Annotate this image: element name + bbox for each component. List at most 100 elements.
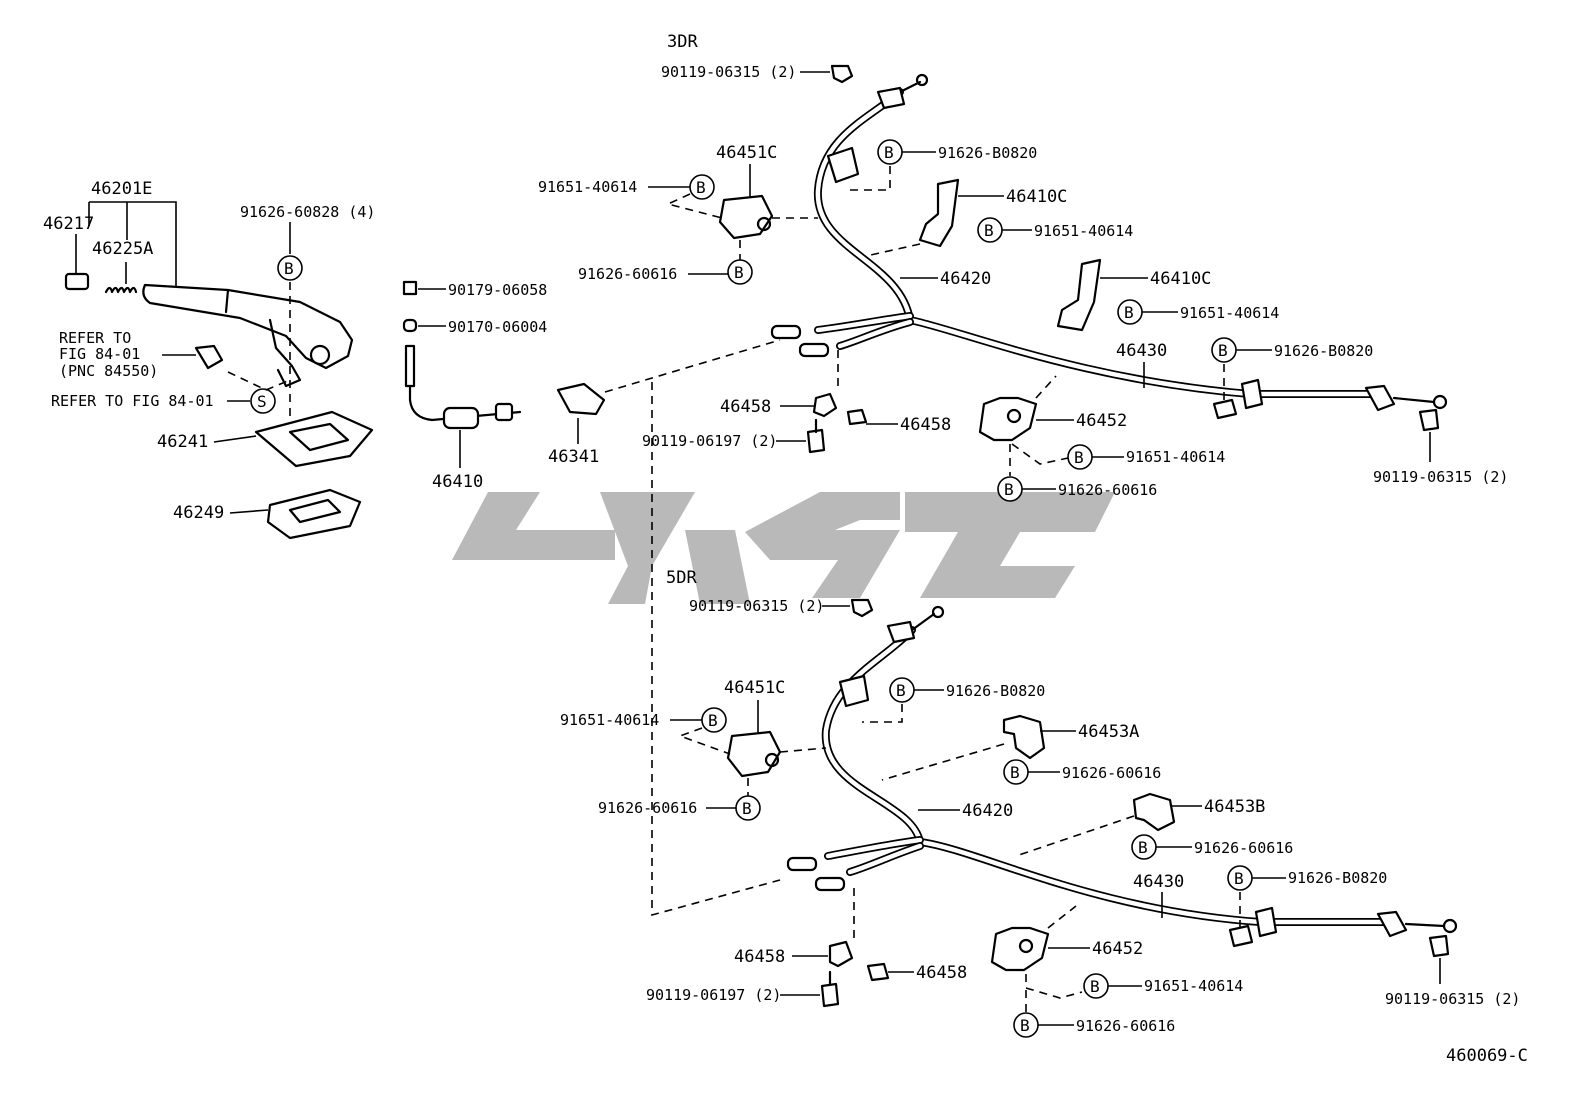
3dr-rear-cable-part [815,89,1383,397]
5dr-bracket-a-part [1002,714,1046,760]
label-spring: 46225A [92,239,153,259]
label-3dr-bracket-2: 46410C [1150,269,1211,289]
label-5dr-clip-1: 46458 [734,947,785,967]
figure-code: 460069-C [1446,1046,1528,1066]
svg-text:B: B [696,178,706,197]
5dr-end-bolt-part [1428,934,1450,958]
svg-text:B: B [1074,448,1084,467]
callout-b-circle [277,255,303,281]
svg-text:B: B [984,221,994,240]
label-front-cable: 46410 [432,472,483,492]
label-3dr-lower-bolt: 90119-06197 (2) [642,432,777,450]
label-5dr-lower-bolt-a: 91651-40614 [1144,977,1243,995]
label-nut-2: 90170-06004 [448,318,547,336]
three-door-group: 3DR 90119-06315 (2) 46451C 91651-40614 B [538,32,1508,502]
svg-text:B: B [1004,480,1014,499]
label-3dr-top-bolt: 90119-06315 (2) [661,63,796,81]
label-5dr-bracket-a: 46453A [1078,722,1139,742]
cover-part [254,410,374,468]
svg-text:B: B [1138,838,1148,857]
svg-text:B: B [1124,303,1134,322]
label-5dr-bolt-b: 91626-60616 [598,799,697,817]
svg-text:B: B [1090,977,1100,996]
svg-text:B: B [734,263,744,282]
label-5dr-top-bolt: 90119-06315 (2) [689,597,824,615]
label-5dr-clip-2: 46458 [916,963,967,983]
3dr-clip-1-part [812,392,838,418]
label-5dr-clamp-bolt: 91626-B0820 [946,682,1045,700]
svg-text:B: B [896,681,906,700]
label-refer-1-line2: FIG 84-01 [59,345,140,363]
label-5dr-bolt-a: 91651-40614 [560,711,659,729]
label-5dr: 5DR [666,568,697,588]
svg-text:B: B [708,711,718,730]
3dr-lower-bolt-part [806,428,826,454]
5dr-top-bolt-part [850,598,874,618]
label-5dr-lower-bolt: 90119-06197 (2) [646,986,781,1004]
label-5dr-bracket-c: 46451C [724,678,785,698]
5dr-clip-2-part [866,962,890,982]
label-3dr: 3DR [667,32,698,52]
label-5dr-end-bolt: 90119-06315 (2) [1385,990,1520,1008]
callout-s-circle [250,388,276,414]
label-nut-1: 90179-06058 [448,281,547,299]
label-refer-1-line1: REFER TO [59,329,131,347]
svg-text:B: B [284,259,294,278]
label-3dr-clamp-bolt: 91626-B0820 [938,144,1037,162]
label-3dr-clip-2: 46458 [900,415,951,435]
label-5dr-bracket-b: 46453B [1204,797,1265,817]
label-refer-1-line3: (PNC 84550) [59,362,158,380]
label-5dr-cable-left: 46430 [1133,872,1184,892]
svg-text:S: S [257,392,267,411]
svg-text:B: B [1010,763,1020,782]
5dr-clip-1-part [828,940,854,968]
lever-group: 46201E 46217 46225A 91626-60828 (4) B RE… [43,179,375,540]
5dr-bracket-b-part [1132,792,1176,832]
front-cable-part [408,344,522,422]
label-3dr-bracket-2-bolt: 91651-40614 [1180,304,1279,322]
label-cover: 46241 [157,432,208,452]
label-5dr-lower-bolt-b: 91626-60616 [1076,1017,1175,1035]
svg-text:B: B [742,799,752,818]
label-3dr-lower-bolt-a: 91651-40614 [1126,448,1225,466]
label-equalizer: 46341 [548,447,599,467]
label-3dr-bracket-lower: 46452 [1076,411,1127,431]
label-boot: 46249 [173,503,224,523]
lever-part [142,283,354,370]
equalizer-part [556,382,606,416]
label-3dr-bracket-1: 46410C [1006,187,1067,207]
front-cable-group: 90179-06058 90170-06004 46410 46341 [402,280,781,917]
label-3dr-left-clamp-bolt: 91626-B0820 [1274,342,1373,360]
svg-text:B: B [1218,341,1228,360]
label-refer-2: REFER TO FIG 84-01 [51,392,214,410]
3dr-end-bolt-part [1418,408,1440,432]
label-3dr-cable-left: 46430 [1116,341,1167,361]
5dr-lower-bolt-part [820,982,840,1008]
five-door-group: 5DR 90119-06315 (2) 46451C 91651-40614 B [560,568,1520,1038]
watermark-logo [452,492,1115,604]
label-3dr-bolt-b: 91626-60616 [578,265,677,283]
3dr-top-bolt-part [830,64,854,84]
label-3dr-lower-bolt-b: 91626-60616 [1058,481,1157,499]
svg-text:B: B [884,143,894,162]
svg-text:B: B [1020,1016,1030,1035]
label-3dr-bracket-c: 46451C [716,143,777,163]
boot-part [266,488,362,540]
label-3dr-clip-1: 46458 [720,397,771,417]
label-5dr-bracket-b-bolt: 91626-60616 [1194,839,1293,857]
label-3dr-bolt-a: 91651-40614 [538,178,637,196]
label-5dr-bracket-lower: 46452 [1092,939,1143,959]
3dr-bracket-2-part [1056,258,1102,332]
label-5dr-left-clamp-bolt: 91626-B0820 [1288,869,1387,887]
switch-part [194,344,224,370]
label-lever-bolt: 91626-60828 (4) [240,203,375,221]
3dr-bracket-1-part [918,178,960,248]
svg-text:B: B [1234,869,1244,888]
label-5dr-bracket-a-bolt: 91626-60616 [1062,764,1161,782]
label-3dr-bracket-1-bolt: 91651-40614 [1034,222,1133,240]
3dr-clip-2-part [846,408,868,426]
label-3dr-cable-right: 46420 [940,269,991,289]
nut-1-part [402,280,418,296]
knob-part [64,272,90,291]
